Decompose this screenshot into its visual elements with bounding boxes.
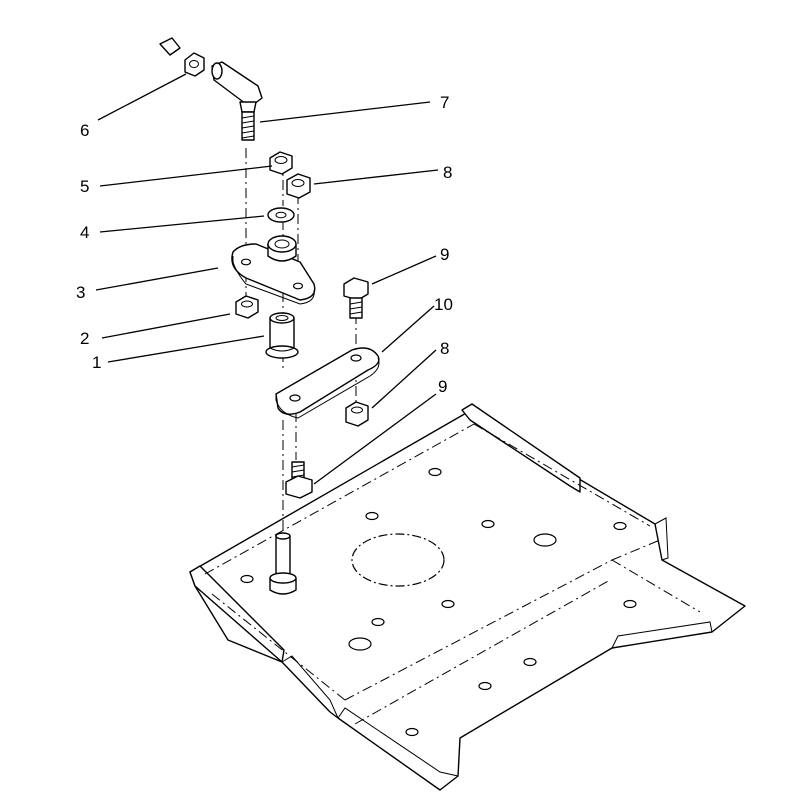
part-9-bolt-upper <box>343 277 369 319</box>
callout-9-lower: 9 <box>438 377 447 396</box>
callout-8-lower: 8 <box>440 339 449 358</box>
leader-lines <box>95 73 439 485</box>
part-4-washer <box>267 207 295 223</box>
part-3-pivot-plate <box>231 235 316 305</box>
callout-9-upper: 9 <box>440 245 449 264</box>
part-8-nut-upper <box>286 173 311 199</box>
part-2-nut <box>235 295 259 319</box>
callout-8-upper: 8 <box>443 163 452 182</box>
part-8-nut-lower <box>345 401 369 427</box>
part-9-bolt-lower <box>285 461 313 499</box>
callout-2: 2 <box>80 329 89 348</box>
callout-7: 7 <box>440 93 449 112</box>
pivot-stud <box>269 532 297 595</box>
part-1-bushing <box>265 312 299 359</box>
part-6-nut <box>159 37 205 77</box>
callout-4: 4 <box>80 223 89 242</box>
callout-1: 1 <box>92 353 101 372</box>
callout-labels: 6 7 5 8 4 3 9 10 2 1 8 9 <box>76 93 453 396</box>
callout-3: 3 <box>76 283 85 302</box>
callout-10: 10 <box>434 295 453 314</box>
part-10-link-plate <box>275 347 380 419</box>
base-plate <box>189 403 746 791</box>
callout-6: 6 <box>80 121 89 140</box>
callout-5: 5 <box>80 177 89 196</box>
part-5-lock-nut <box>269 151 293 175</box>
part-7-ball-joint <box>211 61 263 141</box>
